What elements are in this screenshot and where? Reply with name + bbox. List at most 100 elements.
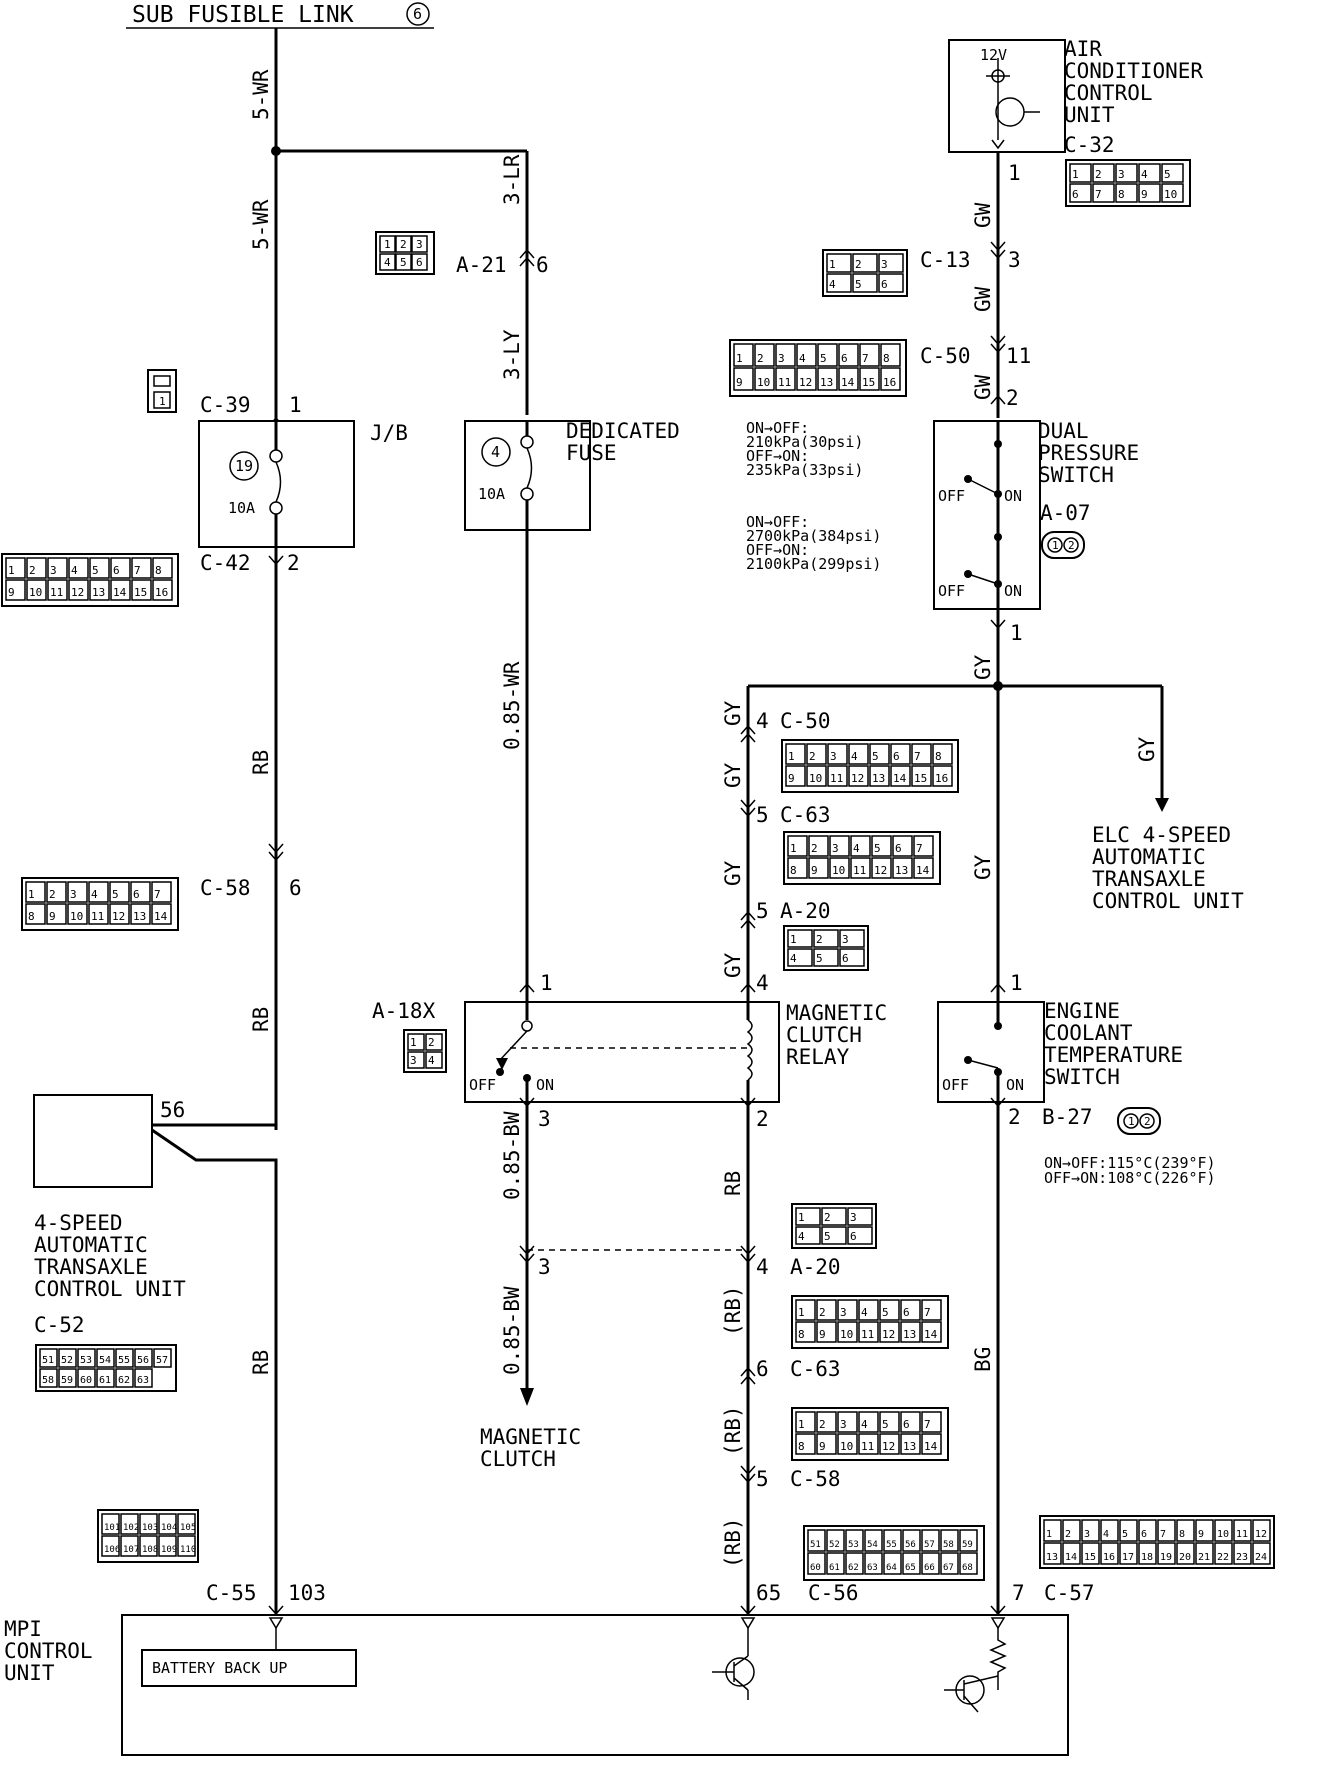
connector-pin-cell: [407, 1033, 425, 1051]
connector-pin-number: 4: [799, 352, 806, 365]
dps-on-2: ON: [1004, 582, 1022, 600]
tcu-line4: CONTROL UNIT: [34, 1277, 186, 1301]
magnetic-clutch-relay-box: [464, 1001, 780, 1103]
connector-c63-top-pin: 5: [756, 803, 769, 827]
connector-pin-cell: [152, 557, 173, 579]
link-number-circle: [406, 2, 430, 26]
connector-c39-pin: 1: [289, 393, 302, 417]
connector-pin-number: 3: [840, 1306, 847, 1319]
connector-pin-number: 3: [850, 1211, 857, 1224]
wire-relay-outputs: [520, 1102, 750, 1615]
connector-pin-number: 5: [1122, 1529, 1128, 1540]
connector-pin-cell: [816, 1433, 837, 1455]
connector-pin-number: 10: [757, 376, 770, 389]
connector-pin-cell: [1195, 1519, 1214, 1542]
connector-c32-pin: 1: [1008, 161, 1021, 185]
wire-3lr: 3-LR: [500, 154, 524, 205]
connector-pin-number: 10: [29, 586, 42, 599]
connector-pin-cell: [425, 1033, 443, 1051]
svg-text:1: 1: [1128, 1115, 1135, 1128]
wire-3ly: 3-LY: [500, 329, 524, 380]
connector-pin-cell: [880, 343, 901, 367]
connector-pin-number: 4: [1141, 168, 1148, 181]
connector-pin-number: 1: [736, 352, 743, 365]
connector-pin-number: 9: [736, 376, 743, 389]
connector-pin-number: 2: [809, 750, 816, 763]
connector-pin-cell: [1100, 1519, 1119, 1542]
connector-pin-cell: [785, 743, 806, 765]
connector-pin-cell: [120, 1535, 139, 1557]
connector-pin-number: 6: [1072, 188, 1079, 201]
connector-pin-cell: [158, 1535, 177, 1557]
connector-c57-pin: 7: [1012, 1581, 1025, 1605]
connector-pin-cell: [921, 1552, 940, 1575]
connector-pin-cell: [859, 343, 880, 367]
connector-pin-number: 56: [905, 1540, 916, 1550]
connector-pin-cell: [807, 1552, 826, 1575]
connector-pin-cell: [785, 765, 806, 787]
connector-pin-number: 5: [872, 750, 879, 763]
connector-pin-cell: [134, 1368, 153, 1388]
connector-pin-cell: [1138, 1519, 1157, 1542]
connector-pin-cell: [921, 1411, 942, 1433]
connector-pin-number: 6: [903, 1418, 910, 1431]
dps-on-1: ON: [1004, 487, 1022, 505]
connector-pin-number: 5: [92, 564, 99, 577]
connector-pin-cell: [1195, 1542, 1214, 1565]
connector-pin-cell: [858, 1321, 879, 1343]
connector-pin-cell: [869, 765, 890, 787]
connector-pin-cell: [900, 1411, 921, 1433]
connector-pin-number: 5: [824, 1230, 831, 1243]
connector-pin-number: 58: [943, 1540, 954, 1550]
dedicated-fuse-box: [464, 420, 591, 531]
connector-pin-cell: [89, 557, 110, 579]
connector-c50-top-pin: 11: [1006, 344, 1031, 368]
connector-pin-cell: [101, 1513, 120, 1535]
connector-pin-cell: [1043, 1519, 1062, 1542]
connector-pin-cell: [878, 273, 904, 293]
ect-off: OFF: [942, 1076, 969, 1094]
connector-pin-number: 55: [886, 1540, 897, 1550]
connector-pin-cell: [96, 1348, 115, 1368]
connector-pin-cell: [1081, 1519, 1100, 1542]
connector-pin-number: 61: [99, 1375, 111, 1386]
connector-pin-cell: [115, 1348, 134, 1368]
connector-a18x-label: A-18X: [372, 999, 436, 1023]
connector-pin-number: 55: [118, 1355, 130, 1366]
connector-pin-number: 63: [137, 1375, 149, 1386]
connector-pin-number: 3: [840, 1418, 847, 1431]
connector-pin-number: 10: [809, 772, 822, 785]
wire-prb-2: (RB): [721, 1405, 745, 1456]
connector-pin-number: 6: [1141, 1529, 1147, 1540]
connector-pin-cell: [827, 765, 848, 787]
elc-line2: AUTOMATIC: [1092, 845, 1206, 869]
connector-pin-number: 14: [893, 772, 907, 785]
connector-pin-number: 1: [1072, 168, 1079, 181]
connector-pin-number: 59: [962, 1540, 973, 1550]
dps-out-pin: 1: [1010, 621, 1023, 645]
connector-pin-cell: [848, 765, 869, 787]
mpi-line3: UNIT: [4, 1661, 55, 1685]
connector-pin-number: 12: [882, 1440, 895, 1453]
connector-pin-cell: [913, 835, 934, 857]
tcu-line2: AUTOMATIC: [34, 1233, 148, 1257]
tcu-line3: TRANSAXLE: [34, 1255, 148, 1279]
connector-pin-number: 9: [1198, 1529, 1204, 1540]
connector-pin-cell: [921, 1433, 942, 1455]
connector-pin-cell: [795, 1411, 816, 1433]
connector-pin-number: 3: [778, 352, 785, 365]
connector-pin-cell: [838, 343, 859, 367]
connector-pin-cell: [795, 1299, 816, 1321]
connector-c39-label: C-39: [200, 393, 251, 417]
connector-pin-number: 3: [881, 258, 888, 271]
connector-pin-number: 1: [798, 1306, 805, 1319]
connector-pin-number: 62: [848, 1563, 859, 1573]
wire-gw-3: GW: [971, 374, 995, 400]
dps-spec2b: 2700kPa(384psi): [746, 527, 881, 545]
connector-pin-cell: [864, 1529, 883, 1552]
